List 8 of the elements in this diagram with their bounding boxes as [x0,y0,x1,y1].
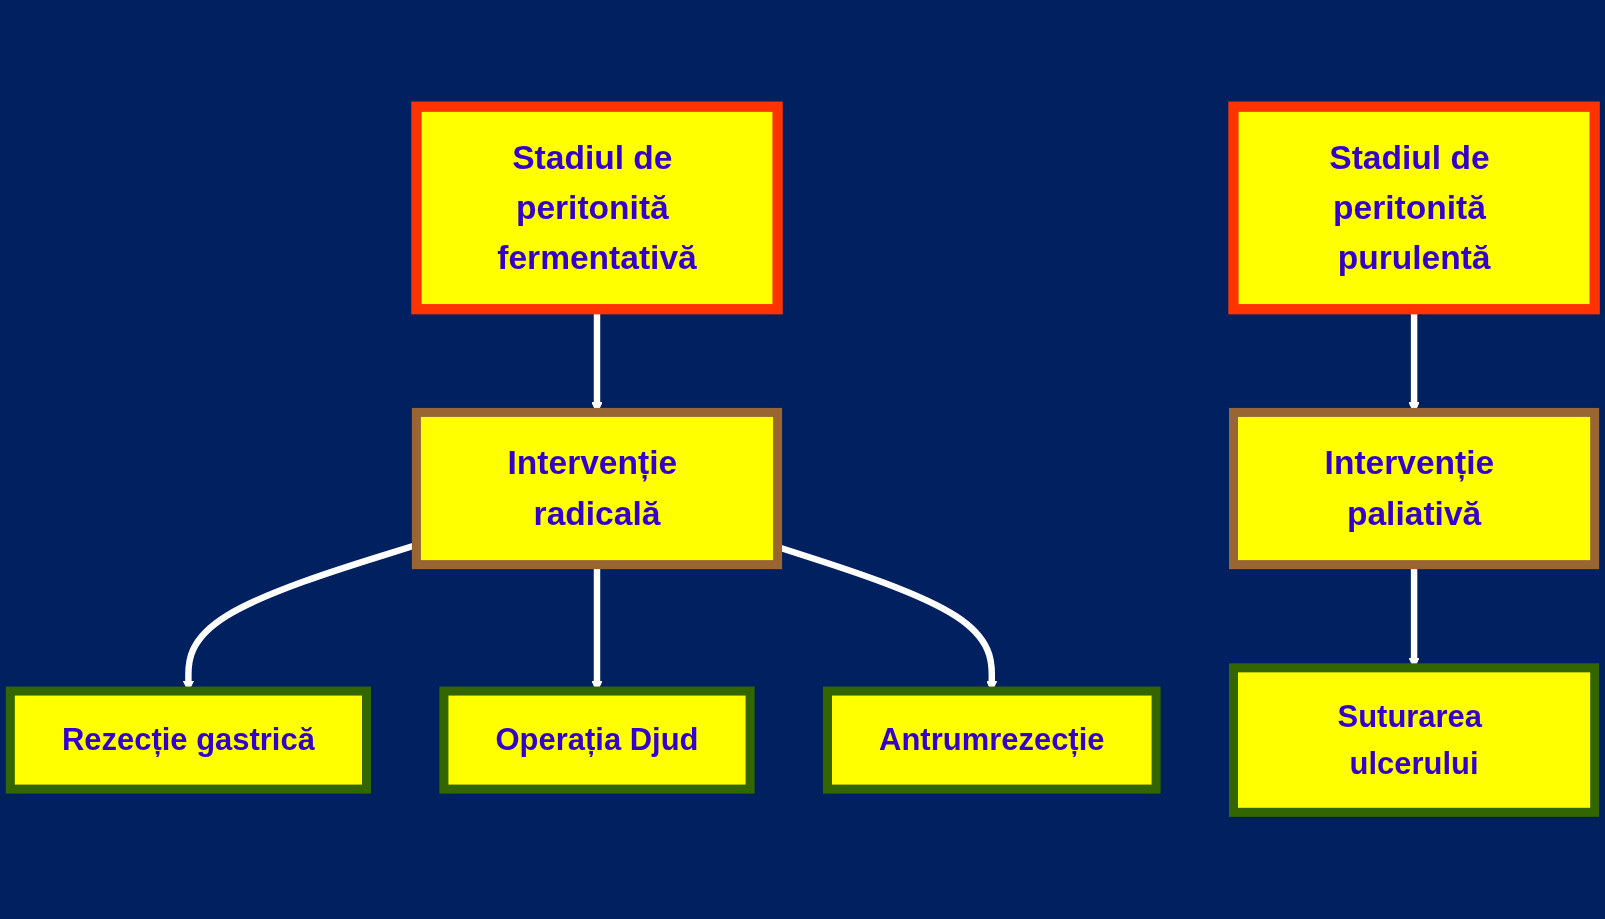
node-box: Intervenție radicală [411,407,783,570]
node-box: Stadiul de peritonită fermentativă [411,101,783,315]
node-box: Intervenție paliativă [1228,407,1600,570]
node-box: Antrumrezecție [822,686,1161,794]
node-box: Stadiul de peritonită purulentă [1228,101,1600,315]
node-box: Rezecție gastrică [5,686,371,794]
node-box: Suturarea ulcerului [1228,663,1600,817]
node-box: Operația Djud [439,686,755,794]
